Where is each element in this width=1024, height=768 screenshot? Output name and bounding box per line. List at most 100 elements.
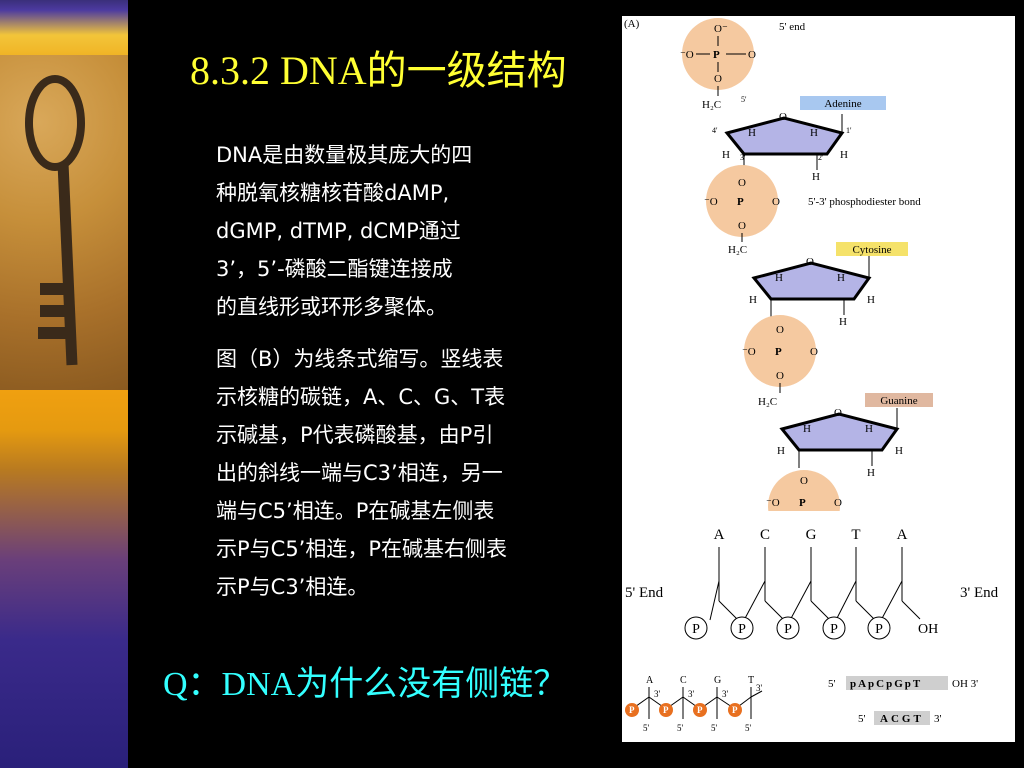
figure-b-line-notation: A C G T A 5' End 3' End P P [622, 511, 1015, 742]
position-mark: 3' [722, 689, 729, 699]
sequence-end-label: 3' [934, 713, 942, 725]
oh-label: OH [918, 622, 938, 637]
cytosine-box [836, 242, 908, 256]
text-line: 出的斜线一端与C3’相连，另一 [216, 461, 503, 485]
phosphate-p-label: P [629, 705, 635, 715]
atom-label: H [867, 467, 875, 479]
atom-label: H [839, 316, 847, 328]
guanine-box [865, 393, 933, 407]
description-paragraph: DNA是由数量极其庞大的四 种脱氧核糖核苷酸dAMP, dGMP, dTMP, … [216, 136, 576, 326]
figure-b-explanation: 图（B）为线条式缩写。竖线表 示核糖的碳链，A、C、G、T表 示碱基，P代表磷酸… [216, 340, 576, 606]
atom-label: 5' [741, 95, 747, 104]
phosphate-circle [744, 315, 816, 387]
position-mark: 5' [745, 723, 752, 733]
base-label: C [760, 527, 770, 543]
atom-label: O [714, 73, 722, 85]
atom-label: 3' [740, 153, 746, 162]
question-text: Q：DNA为什么没有侧链？ [163, 666, 568, 703]
sequence-text: pApCpGpT [850, 678, 922, 690]
sequence-box [874, 711, 930, 725]
atom-label: H [722, 149, 730, 161]
atom-label: H₂C [758, 396, 777, 408]
five-end-label: 5' end [779, 21, 806, 33]
text-line: 图（B）为线条式缩写。竖线表 [216, 347, 504, 371]
text-line: 的直线形或环形多聚体。 [216, 295, 447, 319]
phosphate-p-label: P [732, 705, 738, 715]
base-label: A [646, 675, 654, 686]
sugar-ring [751, 261, 872, 301]
base-label: G [714, 675, 721, 686]
text-line: 示P与C3’相连。 [216, 575, 369, 599]
position-mark: 5' [643, 723, 650, 733]
phosphate-p-label: P [784, 622, 792, 637]
text-line: 示P与C5’相连，P在碱基右侧表 [216, 537, 508, 561]
sequence-text: ACGT [880, 713, 924, 725]
atom-label: O⁻ [714, 23, 728, 35]
adenine-box [800, 96, 886, 110]
atom-label: O [806, 256, 814, 268]
atom-label: H [777, 445, 785, 457]
atom-label: P [775, 346, 782, 358]
atom-label: H [749, 294, 757, 306]
atom-label: O [772, 196, 780, 208]
atom-label: H [840, 149, 848, 161]
position-mark: 5' [677, 723, 684, 733]
atom-label: 1' [846, 126, 852, 135]
base-label: Guanine [880, 395, 917, 407]
atom-label: ⁻O [766, 497, 780, 509]
atom-label: P [737, 196, 744, 208]
atom-label: H [837, 272, 845, 284]
phosphate-dot [693, 703, 707, 717]
atom-label: H [748, 127, 756, 139]
atom-label: H [867, 294, 875, 306]
phosphate-dot [625, 703, 639, 717]
atom-label: H [810, 127, 818, 139]
atom-label: H [775, 272, 783, 284]
phosphate-p-label: P [663, 705, 669, 715]
atom-label: 4' [712, 126, 718, 135]
base-label: A [714, 527, 725, 543]
slide-title: 8.3.2 DNA的一级结构 [190, 48, 567, 93]
base-label: Cytosine [852, 244, 891, 256]
atom-label: ⁻O [680, 49, 694, 61]
sugar-ring [779, 412, 900, 452]
panel-label: (A) [624, 18, 640, 30]
phosphate-p-label: P [738, 622, 746, 637]
figure-a-structure: (A) O⁻ ⁻O P O O 5' end H₂C 5' O H H H H … [622, 16, 1015, 542]
text-line: 种脱氧核糖核苷酸dAMP, [216, 181, 450, 205]
base-label: Adenine [824, 98, 861, 110]
atom-label: O [810, 346, 818, 358]
base-label: A [897, 527, 908, 543]
atom-label: O [776, 370, 784, 382]
phosphate-p-label: P [875, 622, 883, 637]
text-line: 3’，5’-磷酸二酯键连接成 [216, 257, 453, 281]
atom-label: H₂C [702, 99, 721, 111]
phosphate-dot [728, 703, 742, 717]
sequence-end-label: 5' [858, 713, 866, 725]
sequence-box [846, 676, 948, 690]
phosphate-dot [659, 703, 673, 717]
position-mark: 3' [756, 683, 763, 693]
atom-label: O [834, 497, 842, 509]
atom-label: ⁻O [704, 196, 718, 208]
atom-label: O [776, 324, 784, 336]
atom-label: H [895, 445, 903, 457]
atom-label: O [800, 475, 808, 487]
atom-label: P [799, 497, 806, 509]
sequence-end-label: OH 3' [952, 678, 978, 690]
atom-label: 2' [818, 153, 824, 162]
sequence-end-label: 5' [828, 678, 836, 690]
atom-label: O [738, 177, 746, 189]
atom-label: H [803, 423, 811, 435]
text-line: 示核糖的碳链，A、C、G、T表 [216, 385, 506, 409]
atom-label: O [834, 407, 842, 419]
atom-label: O [748, 49, 756, 61]
atom-label: O [738, 220, 746, 232]
position-mark: 3' [654, 689, 661, 699]
phosphate-circle [682, 18, 754, 90]
base-label: T [748, 675, 754, 686]
phosphate-p-label: P [830, 622, 838, 637]
text-line: DNA是由数量极其庞大的四 [216, 143, 473, 167]
sugar-ring [724, 116, 845, 156]
text-line: 示碱基，P代表磷酸基，由P引 [216, 423, 494, 447]
